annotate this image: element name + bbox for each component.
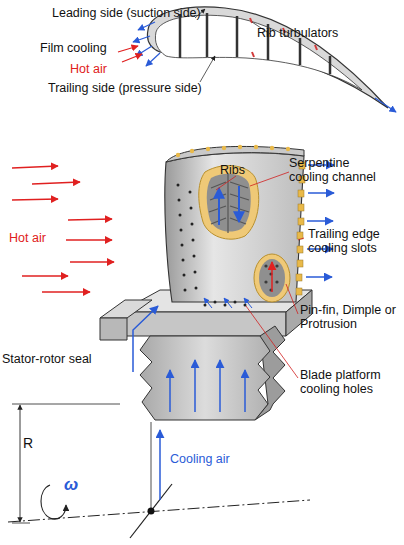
film-cooling-arrows [133,22,396,112]
airfoil-partitions [180,13,330,74]
pin-fin-arrow [271,262,273,292]
root-front [140,336,270,420]
flow-label: Cooling air [170,452,230,466]
part-label: Stator-rotor seal [2,352,92,366]
serpentine-channel [207,174,251,232]
fir-tree-root [133,306,285,420]
radius-line [151,422,152,512]
root-cooling-arrows [133,306,245,412]
pin-fin-cutaway [254,254,290,302]
part-label: Trailing side (pressure side) [48,81,202,95]
part-label: Trailing edge cooling slots [308,227,400,255]
platform-front [120,312,286,336]
channel-flow-arrows [219,186,239,225]
part-label: Ribs [220,163,245,177]
blade-surface [165,153,304,302]
pin-fin-channel [259,259,285,297]
part-label: Rib turbulators [257,26,338,40]
rotation-geometry [8,404,310,538]
part-label: Pin-fin, Dimple or Protrusion [300,303,402,331]
flow-label: Hot air [9,231,46,245]
axis-point [148,508,155,515]
part-label: Film cooling [40,41,107,55]
dimension-extension [12,523,30,524]
cooling-air-arrow [159,430,161,500]
leader-lines [216,172,304,378]
blade-tip [166,146,304,162]
tip-holes [176,145,290,157]
rotation-symbol: ω [64,478,78,492]
dimension-arrow [20,405,21,462]
seal-flange-top [100,300,152,318]
airfoil-section [118,7,396,112]
part-label: Serpentine cooling channel [289,156,389,184]
hot-air-arrows [12,166,114,292]
dimension-label: R [23,436,33,450]
flow-label: Hot air [70,62,107,76]
platform-hole-arrows [204,298,252,308]
film-cooling-holes [177,184,198,292]
seal-flange-front [100,318,127,340]
leader-lines [195,9,290,82]
part-label: Leading side (suction side) [52,6,201,20]
channel-ribs [209,174,249,233]
hot-air-arrows [118,46,142,62]
airfoil-cavity [155,15,362,90]
rotation-arrow [41,485,66,519]
part-label: Blade platform cooling holes [300,368,400,396]
dimension-extension [12,404,120,405]
dimension-arrow [20,462,21,522]
